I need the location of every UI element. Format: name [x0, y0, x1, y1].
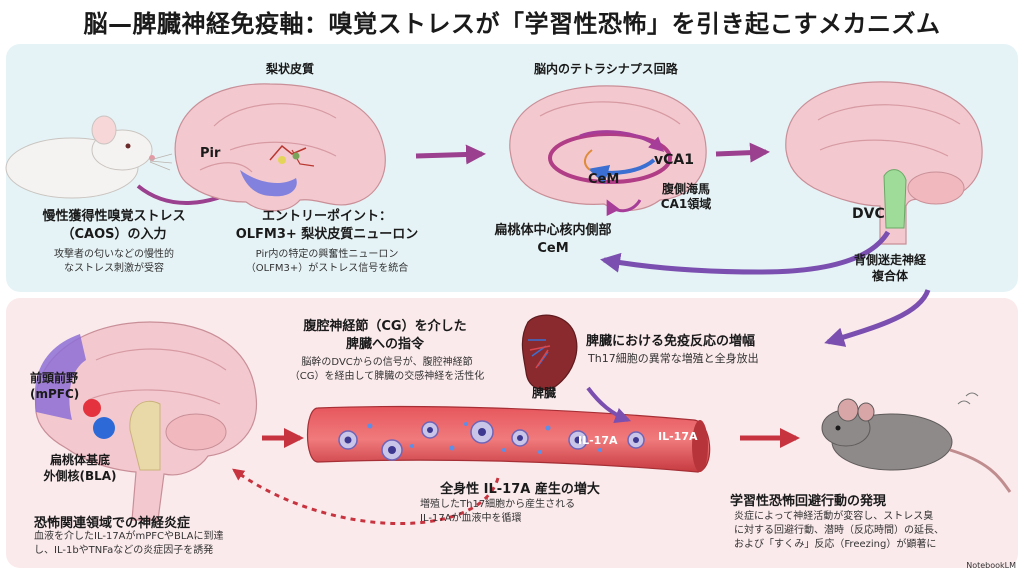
piriform-cortex-label: 梨状皮質: [266, 62, 315, 76]
bla-label-line2: 外側核(BLA): [43, 469, 117, 483]
entry-title-line2: OLFM3+ 梨状皮質ニューロン: [235, 227, 419, 242]
cg-desc-line2: （CG）を経由して脾臓の交感神経を活性化: [289, 371, 485, 382]
caos-desc-line1: 攻撃者の匂いなどの慢性的: [54, 249, 174, 260]
mouse-icon: [5, 115, 173, 199]
caos-desc-line2: なストレス刺激が受容: [64, 263, 164, 274]
entry-desc-line2: （OLFM3+）がストレス信号を統合: [245, 263, 409, 274]
inflammation-title: 恐怖関連領域での神経炎症: [34, 516, 191, 531]
entry-title-line1: エントリーポイント：: [261, 209, 392, 224]
caos-title-line2: （CAOS）の入力: [61, 227, 167, 242]
dvc-desc-line1: 背側迷走神経: [853, 253, 926, 267]
caos-description: 攻撃者の匂いなどの慢性的 なストレス刺激が受容: [24, 248, 204, 276]
notebooklm-logo: NotebookLM: [966, 561, 1016, 570]
arrow-to-dvc: [715, 142, 770, 163]
behavior-description: 炎症によって神経活動が変容し、ストレス臭 に対する回避行動、潜時（反応時間）の延…: [734, 510, 1014, 552]
entry-desc-line1: Pir内の特定の興奮性ニューロン: [255, 249, 399, 260]
dvc-label: DVC: [852, 206, 885, 222]
gray-mouse-icon: [821, 392, 1012, 493]
bla-label: 扁桃体基底 外側核(BLA): [30, 452, 130, 484]
bla-label-line1: 扁桃体基底: [49, 453, 110, 467]
inflammation-description: 血液を介したIL-17AがmPFCやBLAに到達 し、IL-1bやTNFaなどの…: [34, 530, 294, 558]
pir-label: Pir: [200, 146, 221, 161]
spleen-icon: [521, 314, 578, 391]
hippocampus-label-line1: 腹側海馬: [661, 182, 710, 196]
cg-description: 脳幹のDVCからの信号が、腹腔神経節 （CG）を経由して脾臓の交感神経を活性化: [262, 356, 512, 384]
dvc-brain-icon: [785, 81, 983, 245]
spleen-label: 脾臓: [532, 386, 557, 400]
vca1-label: vCA1: [654, 152, 694, 168]
inflam-desc-line1: 血液を介したIL-17AがmPFCやBLAに到達: [34, 531, 224, 542]
cg-title-line2: 脾臓への指令: [345, 337, 424, 352]
systemic-description: 増殖したTh17細胞から産生される IL-17Aが血液中を循環: [420, 498, 650, 526]
arrow-to-spleen: [824, 289, 931, 347]
cg-title-line1: 腹腔神経節（CG）を介した: [303, 319, 467, 334]
behavior-desc-line2: に対する回避行動、潜時（反応時間）の延長、: [734, 525, 944, 536]
systemic-title: 全身性 IL-17A 産生の増大: [440, 482, 600, 497]
arrow-dvc-to-cem: [600, 230, 891, 275]
page-title: 脳—脾臓神経免疫軸：嗅覚ストレスが「学習性恐怖」を引き起こすメカニズム: [83, 10, 941, 38]
cg-title: 腹腔神経節（CG）を介した 脾臓への指令: [280, 318, 490, 354]
cg-desc-line1: 脳幹のDVCからの信号が、腹腔神経節: [301, 357, 473, 368]
piriform-brain-icon: [174, 83, 386, 212]
dvc-desc-line2: 複合体: [871, 269, 908, 283]
amygdala-label: 扁桃体中心核内側部 CeM: [478, 222, 628, 258]
mpfc-label-line2: (mPFC): [30, 387, 80, 401]
behavior-desc-line1: 炎症によって神経活動が変容し、ストレス臭: [734, 511, 934, 522]
blood-vessel-icon: [306, 405, 711, 473]
mpfc-brain-icon: [34, 321, 258, 521]
caos-title: 慢性獲得性嗅覚ストレス （CAOS）の入力: [14, 208, 214, 244]
il17a-label-1: IL-17A: [578, 434, 618, 447]
immune-description: Th17細胞の異常な増殖と全身放出: [588, 352, 759, 365]
hippocampus-label: 腹側海馬 CA1領域: [646, 182, 726, 212]
circuit-brain-icon: [509, 85, 707, 217]
arrow-to-circuit: [415, 144, 486, 165]
amygdala-label-line1: 扁桃体中心核内側部: [494, 223, 612, 238]
systemic-desc-line2: IL-17Aが血液中を循環: [420, 513, 522, 524]
hippocampus-label-line2: CA1領域: [660, 197, 712, 211]
dvc-description: 背側迷走神経 複合体: [840, 252, 940, 284]
immune-title: 脾臓における免疫反応の増幅: [586, 334, 756, 349]
inflam-desc-line2: し、IL-1bやTNFaなどの炎症因子を誘発: [34, 545, 214, 556]
mpfc-label-line1: 前頭前野: [30, 371, 79, 385]
systemic-desc-line1: 増殖したTh17細胞から産生される: [420, 499, 576, 510]
behavior-desc-line3: および「すくみ」反応（Freezing）が顕著に: [734, 539, 937, 550]
circuit-title: 脳内のテトラシナプス回路: [534, 62, 678, 76]
amygdala-label-line2: CeM: [537, 241, 569, 256]
cem-inner-label: CeM: [588, 172, 620, 187]
entry-point-description: Pir内の特定の興奮性ニューロン （OLFM3+）がストレス信号を統合: [222, 248, 432, 276]
behavior-title: 学習性恐怖回避行動の発現: [730, 494, 887, 509]
mpfc-label: 前頭前野 (mPFC): [30, 370, 79, 402]
il17a-label-2: IL-17A: [658, 430, 698, 443]
arrow-spleen-to-vessel: [586, 386, 631, 423]
entry-point-title: エントリーポイント： OLFM3+ 梨状皮質ニューロン: [222, 208, 432, 244]
caos-title-line1: 慢性獲得性嗅覚ストレス: [42, 209, 186, 224]
